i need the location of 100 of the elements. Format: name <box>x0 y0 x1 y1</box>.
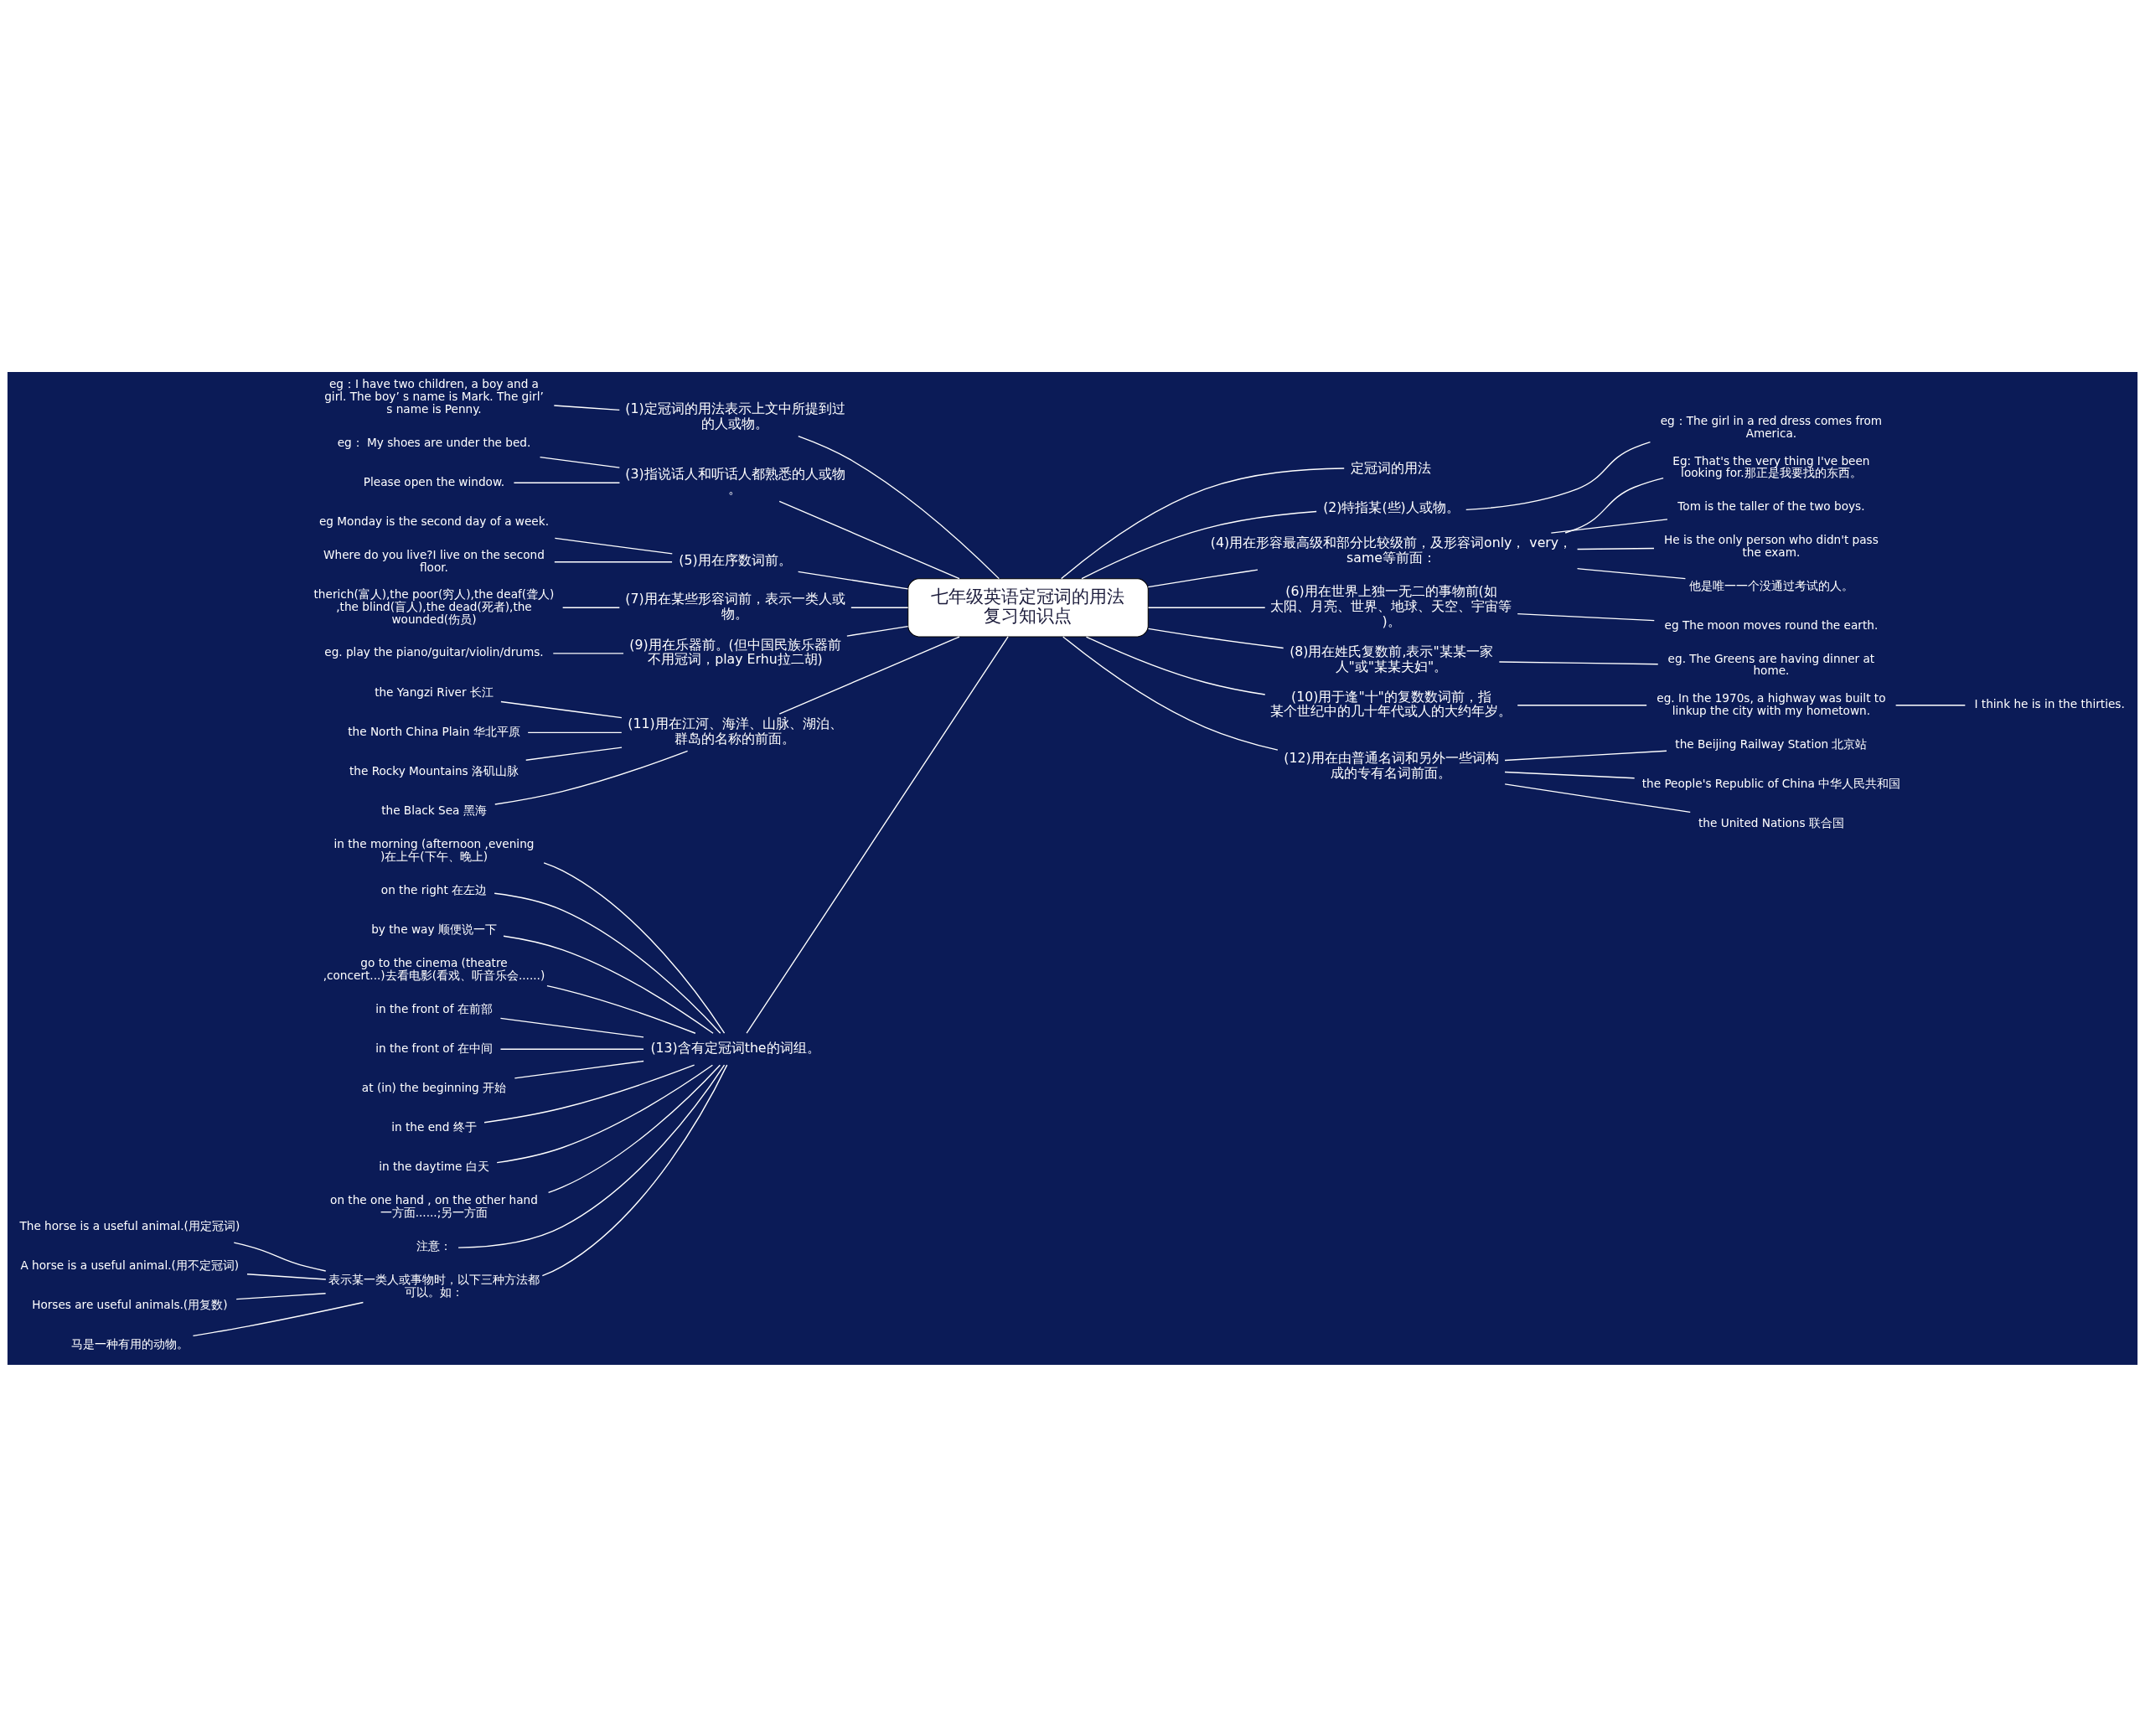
connector <box>1147 628 1284 648</box>
connector <box>233 1242 327 1272</box>
connector <box>1504 771 1636 778</box>
node-text: in the morning (afternoon ,evening )在上午(下午、晚上) <box>333 836 535 863</box>
connector <box>746 635 1009 1034</box>
connector <box>1061 467 1345 579</box>
connector <box>1062 635 1279 751</box>
connector <box>494 750 689 805</box>
node-text: eg. The Greens are having dinner at home. <box>1667 651 1875 677</box>
node-text: therich(富人),the poor(穷人),the deaf(聋人) ,the blind(盲人),the dead(死者),the wounded(伤员) <box>313 586 555 626</box>
node-text: (3)指说话人和听话人都熟悉的人或物。 <box>625 465 845 497</box>
node-text: on the right 在左边 <box>380 882 488 896</box>
node-text: Please open the window. <box>363 474 505 488</box>
node-text: 定冠词的用法 <box>1351 459 1432 476</box>
node-text: eg The moon moves round the earth. <box>1664 617 1879 632</box>
connector <box>496 1064 714 1163</box>
node-text: Where do you live?I live on the second floor. <box>323 547 545 574</box>
node-text: He is the only person who didn't pass the exam. <box>1663 532 1879 559</box>
connector <box>1576 547 1655 550</box>
connector <box>235 1292 327 1299</box>
node-text: eg： My shoes are under the bed. <box>337 435 531 449</box>
connector <box>1498 660 1659 664</box>
connector <box>1550 518 1668 534</box>
connector <box>514 1060 644 1078</box>
connector <box>846 625 909 637</box>
node-text: the Rocky Mountains 洛矶山脉 <box>349 763 519 778</box>
connector <box>1564 477 1664 534</box>
node-box: 七年级英语定冠词的用法复习知识点 <box>907 577 1149 637</box>
node-text: Tom is the taller of the two boys. <box>1677 499 1865 513</box>
connector <box>246 1273 327 1280</box>
node-text: in the daytime 白天 <box>379 1159 489 1173</box>
node-text: (12)用在由普通名词和另外一些词构成的专有名词前面。 <box>1284 749 1499 781</box>
connector <box>513 482 621 483</box>
connector <box>527 731 623 733</box>
connector <box>850 607 909 608</box>
connector <box>553 404 620 411</box>
node-text: (8)用在姓氏复数前,表示"某某一家人"或"某某夫妇"。 <box>1290 643 1493 674</box>
node-text: Eg: That's the very thing I've been looking for.那正是我要找的东西。 <box>1672 453 1870 479</box>
node-text: in the end 终于 <box>391 1119 477 1134</box>
node-text: by the way 顺便说一下 <box>371 922 497 936</box>
connector <box>554 537 673 555</box>
node-text: The horse is a useful animal.(用定冠词) <box>19 1218 240 1232</box>
connector <box>192 1301 364 1336</box>
node-text: I think he is in the thirties. <box>1974 696 2125 710</box>
connector <box>494 892 721 1034</box>
connector <box>797 571 909 590</box>
connector <box>561 607 620 608</box>
node-text: (11)用在江河、海洋、山脉、湖泊、群岛的名称的前面。 <box>628 715 843 747</box>
node-text: the Black Sea 黑海 <box>381 803 487 817</box>
node-text: 他是唯一一个没通过考试的人。 <box>1688 578 1853 592</box>
connector <box>457 1063 726 1248</box>
node-text: the North China Plain 华北平原 <box>348 724 520 738</box>
node-text: (5)用在序数词前。 <box>679 551 792 568</box>
node-text: 马是一种有用的动物。 <box>70 1336 189 1351</box>
connector <box>778 500 960 579</box>
connector <box>546 984 696 1034</box>
connector <box>525 746 623 761</box>
node-text: Horses are useful animals.(用复数) <box>32 1297 228 1311</box>
node-text: eg：I have two children, a boy and a girl. The boy’ s name is Mark. The girl’ s name is Penny. <box>324 376 544 416</box>
connector <box>1517 612 1655 621</box>
connector <box>554 561 673 562</box>
node-text: in the front of 在中间 <box>375 1041 493 1055</box>
connector <box>1504 750 1667 761</box>
connector <box>1081 510 1317 579</box>
connector <box>1465 441 1651 510</box>
connector <box>547 1064 721 1193</box>
connector <box>541 1064 728 1276</box>
connector <box>500 700 623 718</box>
connector <box>778 635 960 715</box>
connector <box>552 652 624 654</box>
node-text: eg：The girl in a red dress comes from America. <box>1660 413 1883 440</box>
connector <box>539 456 621 468</box>
connector <box>543 861 726 1034</box>
node-text: (13)含有定冠词the的词组。 <box>650 1039 820 1056</box>
node-text: eg Monday is the second day of a week. <box>319 514 549 528</box>
connector <box>1517 704 1647 705</box>
node-text: on the one hand , on the other hand 一方面......;另一方面 <box>330 1192 538 1219</box>
node-text: the Yangzi River 长江 <box>375 685 494 699</box>
connector <box>1085 635 1266 695</box>
node-text: A horse is a useful animal.(用不定冠词) <box>20 1258 240 1272</box>
connector <box>1504 783 1691 813</box>
node-text: the United Nations 联合国 <box>1698 815 1844 829</box>
node-text: in the front of 在前部 <box>375 1001 493 1015</box>
node-text: the People's Republic of China 中华人民共和国 <box>1641 776 1901 790</box>
connector <box>503 935 714 1034</box>
connector <box>798 435 1000 579</box>
node-text: (1)定冠词的用法表示上文中所提到过的人或物。 <box>625 400 845 431</box>
node-text: (7)用在某些形容词前，表示一类人或物。 <box>625 590 845 622</box>
node-text: (9)用在乐器前。(但中国民族乐器前不用冠词，play Erhu拉二胡) <box>629 636 841 667</box>
connector <box>1147 607 1266 608</box>
node-text: eg. play the piano/guitar/violin/drums. <box>324 644 544 659</box>
node-text: 注意： <box>416 1238 452 1253</box>
connector <box>483 1064 695 1123</box>
connector <box>1147 569 1259 587</box>
node-text: (10)用于逢"十"的复数数词前，指某个世纪中的几十年代或人的大约年岁。 <box>1270 688 1512 719</box>
node-text: 表示某一类人或事物时，以下三种方法都可以。如： <box>328 1272 540 1298</box>
connector <box>1576 567 1687 579</box>
connector <box>499 1048 644 1050</box>
node-text: at (in) the beginning 开始 <box>361 1080 507 1094</box>
node-text: (6)用在世界上独一无二的事物前(如太阳、月亮、世界、地球、天空、宇宙等)。 <box>1270 582 1512 629</box>
